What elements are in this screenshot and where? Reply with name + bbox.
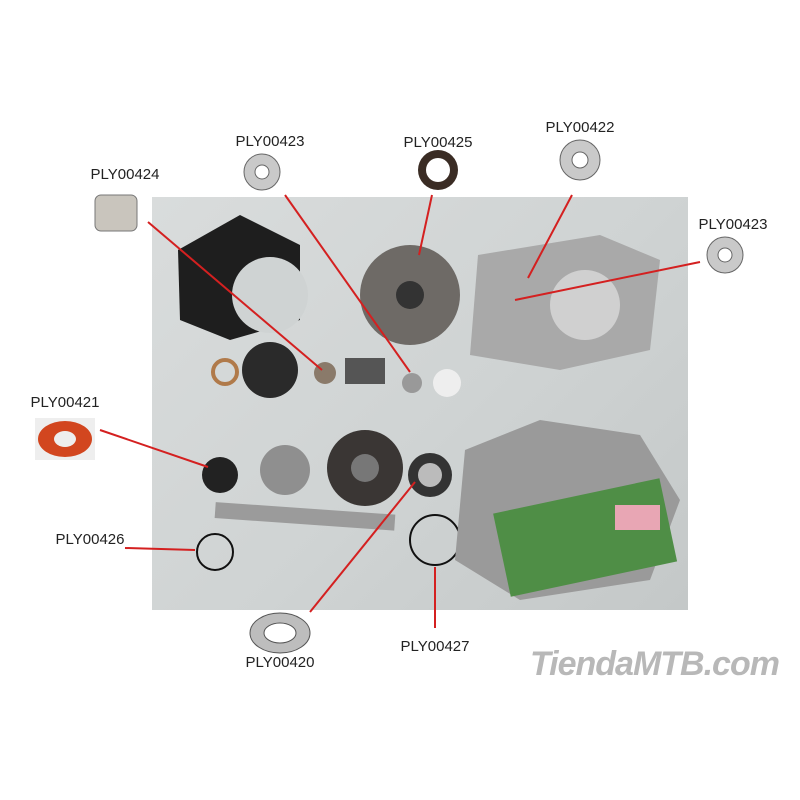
part-label: PLY00424 — [90, 166, 160, 183]
part-label: PLY00422 — [545, 119, 615, 136]
motor-parts — [178, 215, 680, 600]
part-label: PLY00420 — [245, 654, 315, 671]
pointer-arrows — [99, 194, 701, 628]
gear — [242, 342, 298, 398]
part-label: PLY00425 — [403, 134, 473, 151]
part-label: PLY00426 — [55, 531, 125, 548]
part-thumbnails — [35, 139, 744, 654]
part-label: PLY00423 — [698, 216, 768, 233]
watermark-logo: TiendaMTB.com — [530, 645, 780, 683]
needle-bearing-icon — [94, 194, 138, 232]
part-label: PLY00421 — [30, 394, 100, 411]
part-label: PLY00427 — [400, 638, 470, 655]
part-label: PLY00423 — [235, 133, 305, 150]
